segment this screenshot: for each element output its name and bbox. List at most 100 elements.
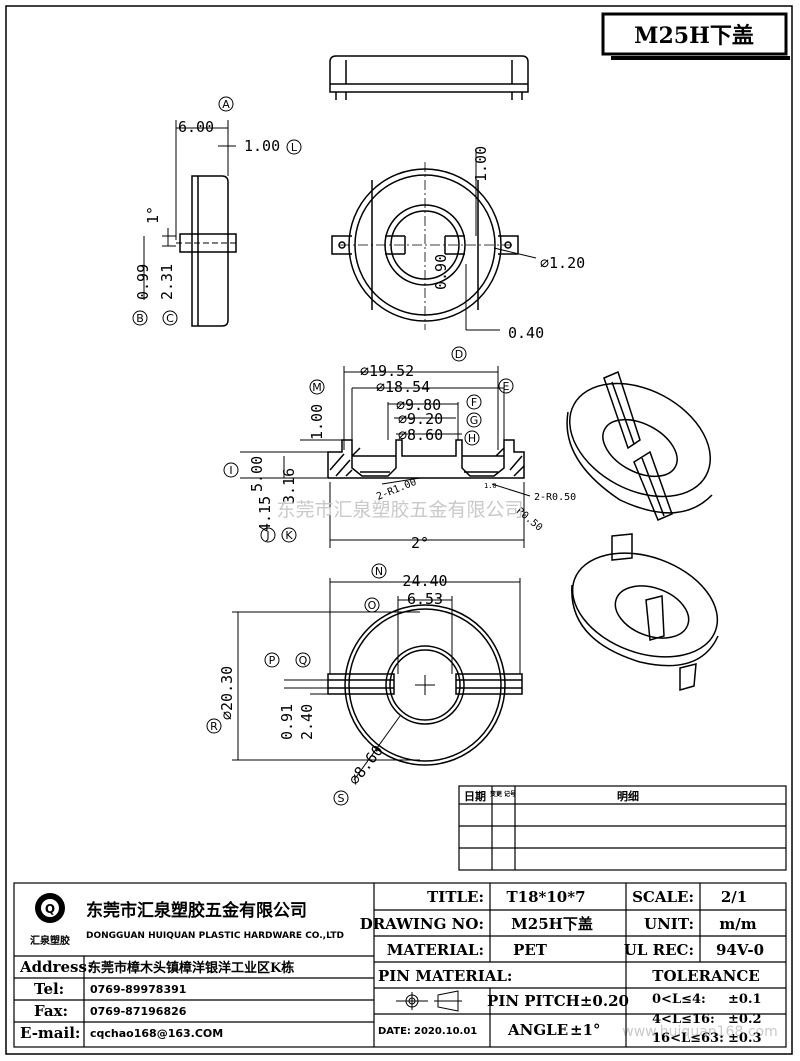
marker-g: G [466,412,482,428]
marker-h: H [464,430,480,446]
svg-text:L: L [291,141,298,154]
svg-text:J: J [265,529,269,542]
svg-text:A: A [222,98,230,111]
marker-p: P [264,652,280,668]
unit-value: m/m [719,915,756,933]
svg-text:O: O [368,599,377,612]
ul-value: 94V-0 [716,941,764,959]
drawing-title: M25H下盖 [634,23,754,49]
fax-label: Fax: [34,1002,68,1020]
dim-id-980: ⌀9.80 [396,396,441,414]
marker-q: Q [295,652,311,668]
marker-n: N [371,563,387,579]
drawing-no-label: DRAWING NO: [360,915,484,933]
dim-top-rib: 1.00 [472,146,490,182]
marker-a: A [218,96,234,112]
email-value: cqchao168@163.COM [90,1027,223,1040]
dim-draft: 1° [144,206,162,224]
dim-pin-width: 2.31 [158,264,176,300]
dim-body-dia: ⌀20.30 [218,666,236,720]
svg-text:F: F [471,396,477,409]
svg-text:D: D [455,348,463,361]
dim-height-500: 5.00 [248,456,266,492]
marker-f: F [466,394,482,410]
rev-col-change: 变更 记号 [490,790,516,798]
material-label: MATERIAL: [387,941,484,959]
drawing-title-box: M25H下盖 [601,12,790,60]
dim-slot-width: 6.53 [407,590,443,608]
rev-col-detail: 明细 [617,789,639,803]
tol-3-range: 16<L≤63: [652,1031,724,1046]
isometric-view-top [566,370,713,521]
svg-text:B: B [136,312,144,325]
watermark-text: 东莞市汇泉塑胶五金有限公司 [276,499,523,521]
dim-pin-height: 0.99 [134,264,152,300]
material-value: PET [513,941,548,959]
dim-hole-dia: ⌀1.20 [540,254,585,272]
dim-small-10: 1.0 [484,482,497,490]
isometric-view-bottom [571,533,719,691]
address-value: 东莞市樟木头镇樟洋银洋工业区K栋 [88,960,294,976]
marker-j: J [260,527,276,543]
drawing-no-value: M25H下盖 [511,915,593,933]
svg-text:P: P [269,654,276,667]
angle-value: ±1° [570,1021,601,1039]
tel-label: Tel: [34,980,64,998]
company-logo: Q 汇泉塑胶 [30,893,70,947]
ul-label: UL REC: [624,941,694,959]
title-block: Q 汇泉塑胶 东莞市汇泉塑胶五金有限公司 DONGGUAN HUIQUAN PL… [13,882,787,1048]
marker-m: M [309,379,325,395]
tolerance-label: TOLERANCE [652,967,759,985]
front-elevation-view [329,55,529,100]
revision-table: 日期 变更 记号 明细 [458,785,787,871]
svg-text:Q: Q [299,654,308,667]
svg-text:S: S [338,792,345,805]
dim-overall-width: 24.40 [402,572,447,590]
dim-od-1854: ⌀18.54 [376,378,430,396]
svg-text:C: C [166,312,174,325]
svg-text:G: G [470,414,479,427]
dim-draft-angle: 2° [411,534,429,552]
watermark-url: www.huiquan168.com [622,1024,777,1040]
svg-text:R: R [210,720,218,733]
dim-height-316: 3.16 [280,468,298,504]
dim-flange: 1.00 [244,137,280,155]
date-value: 2020.10.01 [414,1026,477,1037]
title-label: TITLE: [427,888,484,906]
marker-r: R [206,718,222,734]
projection-symbol-icon [396,990,462,1012]
marker-e: E [498,378,514,394]
dim-id-920: ⌀9.20 [398,410,443,428]
svg-text:Q: Q [45,902,55,916]
dim-thickness: 6.00 [178,118,214,136]
sheet-border [5,5,793,1055]
dim-od-1952: ⌀19.52 [360,362,414,380]
marker-b: B [132,310,148,326]
company-name-cn: 东莞市汇泉塑胶五金有限公司 [86,900,307,921]
dim-rib-height: 1.00 [308,404,326,440]
top-view: 1.00 ⌀1.20 0.90 0.40 [331,146,585,342]
fax-value: 0769-87196826 [90,1005,187,1018]
tol-3-value: ±0.3 [728,1031,762,1046]
dim-gap: 0.40 [508,324,544,342]
marker-d: D [451,346,467,362]
dim-pin-thick: 0.91 [278,704,296,740]
dim-slot: 0.90 [432,254,450,290]
svg-text:I: I [229,464,232,477]
marker-s: S [333,790,349,806]
tol-2-range: 4<L≤16: [652,1012,715,1027]
svg-text:E: E [503,380,510,393]
dim-height-415: 4.15 [256,496,274,532]
marker-o: O [364,597,380,613]
rev-col-date: 日期 [464,789,486,803]
dim-pin-span: 2.40 [298,704,316,740]
marker-k: K [281,527,297,543]
unit-label: UNIT: [644,915,694,933]
bottom-view: 24.40 6.53 ⌀20.30 0.91 2.40 ⌀8.60 N O P … [206,563,523,806]
svg-text:M: M [312,381,322,394]
email-label: E-mail: [20,1024,80,1042]
dim-id-860: ⌀8.60 [398,426,443,444]
tol-1-range: 0<L≤4: [652,992,706,1007]
tol-2-value: ±0.2 [728,1012,762,1027]
